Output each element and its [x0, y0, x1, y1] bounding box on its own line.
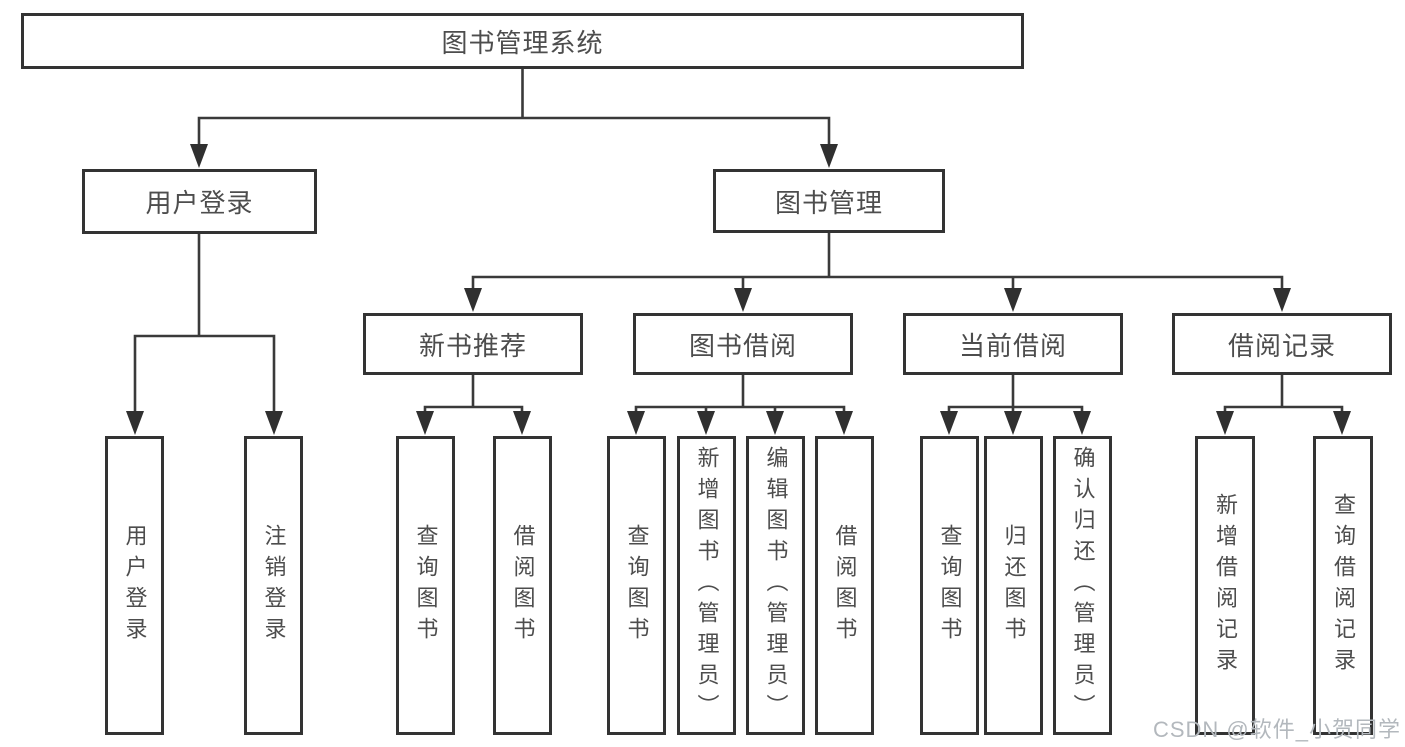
leaf-borrow-books-recommend: 借阅图书	[493, 436, 552, 735]
arrowhead	[697, 411, 715, 435]
arrowhead	[1273, 288, 1291, 312]
arrowhead	[190, 144, 208, 168]
node-borrow-records: 借阅记录	[1172, 313, 1392, 375]
node-root-library-system: 图书管理系统	[21, 13, 1024, 69]
arrowhead	[1216, 411, 1234, 435]
leaf-query-books-borrow: 查询图书	[607, 436, 666, 735]
arrowhead	[766, 411, 784, 435]
arrowhead	[627, 411, 645, 435]
leaf-return-books: 归还图书	[984, 436, 1043, 735]
arrowhead	[835, 411, 853, 435]
node-user-login: 用户登录	[82, 169, 317, 234]
leaf-borrow-books: 借阅图书	[815, 436, 874, 735]
arrowhead	[416, 411, 434, 435]
node-new-book-recommend: 新书推荐	[363, 313, 583, 375]
arrowhead	[126, 411, 144, 435]
leaf-user-login: 用户登录	[105, 436, 164, 735]
arrowhead	[940, 411, 958, 435]
node-book-borrow: 图书借阅	[633, 313, 853, 375]
arrowhead	[513, 411, 531, 435]
leaf-query-books-recommend: 查询图书	[396, 436, 455, 735]
leaf-add-borrow-record: 新增借阅记录	[1195, 436, 1255, 735]
leaf-edit-books-admin: 编辑图书（管理员）	[746, 436, 805, 735]
arrowhead	[734, 288, 752, 312]
leaf-add-books-admin: 新增图书（管理员）	[677, 436, 736, 735]
arrowhead	[1333, 411, 1351, 435]
leaf-query-books-current: 查询图书	[920, 436, 979, 735]
arrowhead	[265, 411, 283, 435]
leaf-logout: 注销登录	[244, 436, 303, 735]
arrowhead	[464, 288, 482, 312]
leaf-query-borrow-record: 查询借阅记录	[1313, 436, 1373, 735]
arrowhead	[1073, 411, 1091, 435]
arrowhead	[820, 144, 838, 168]
arrowhead	[1004, 411, 1022, 435]
node-book-management: 图书管理	[713, 169, 945, 233]
csdn-watermark: CSDN @软件_小贺同学	[1152, 717, 1401, 742]
arrowhead	[1004, 288, 1022, 312]
node-current-borrow: 当前借阅	[903, 313, 1123, 375]
leaf-confirm-return-admin: 确认归还（管理员）	[1053, 436, 1112, 735]
